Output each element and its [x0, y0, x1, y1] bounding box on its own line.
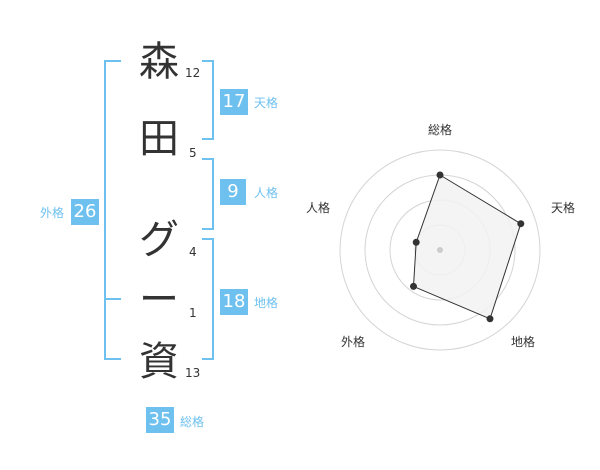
radar-label-chikaku: 地格 [511, 334, 535, 349]
name-char-2: 田 [139, 116, 179, 162]
jinkaku-badge: 9 [220, 179, 246, 205]
radar-label-soukaku: 総格 [428, 122, 452, 137]
gaikaku-badge: 26 [71, 199, 99, 225]
radar-point [517, 220, 525, 228]
outer-bracket-mid [104, 298, 121, 300]
radar-label-gaikaku: 外格 [341, 334, 365, 349]
stroke-count-5: 13 [185, 366, 201, 380]
chikaku-label: 地格 [254, 296, 279, 310]
jinkaku-bracket-top [202, 158, 214, 160]
name-char-1: 森 [139, 39, 179, 85]
outer-bracket-line [104, 60, 106, 360]
stroke-count-4: 1 [189, 306, 197, 320]
tenkaku-label: 天格 [254, 96, 279, 110]
chikaku-bracket-line [212, 238, 214, 360]
outer-bracket-top [104, 60, 121, 62]
radar-label-tenkaku: 天格 [551, 200, 575, 215]
radar-point [412, 238, 420, 246]
radar-point [436, 171, 444, 179]
stroke-count-3: 4 [189, 245, 197, 259]
name-char-3: グ [139, 217, 179, 263]
tenkaku-bracket-top [202, 60, 214, 62]
radar-ring [339, 149, 541, 351]
tenkaku-bracket-bottom [202, 138, 214, 140]
stroke-count-2: 5 [189, 146, 197, 160]
soukaku-badge: 35 [146, 407, 174, 433]
chikaku-bracket-bottom [202, 358, 214, 360]
radar-label-jinkaku: 人格 [306, 200, 330, 215]
jinkaku-label: 人格 [254, 186, 279, 200]
chikaku-bracket-top [202, 238, 214, 240]
radar-points [410, 171, 525, 323]
soukaku-label: 総格 [180, 415, 205, 429]
tenkaku-badge: 17 [220, 89, 248, 115]
tenkaku-bracket-line [212, 60, 214, 140]
radar-center [437, 247, 443, 253]
name-char-4: ー [139, 277, 179, 323]
radar-point [486, 315, 494, 323]
jinkaku-bracket-bottom [202, 228, 214, 230]
name-char-5: 資 [139, 339, 179, 385]
gaikaku-label: 外格 [40, 206, 65, 220]
stroke-count-1: 12 [185, 66, 201, 80]
radar-point [410, 282, 417, 290]
radar-polygon [412, 174, 522, 320]
jinkaku-bracket-line [212, 158, 214, 230]
outer-bracket-bottom [104, 358, 121, 360]
chikaku-badge: 18 [220, 289, 248, 315]
